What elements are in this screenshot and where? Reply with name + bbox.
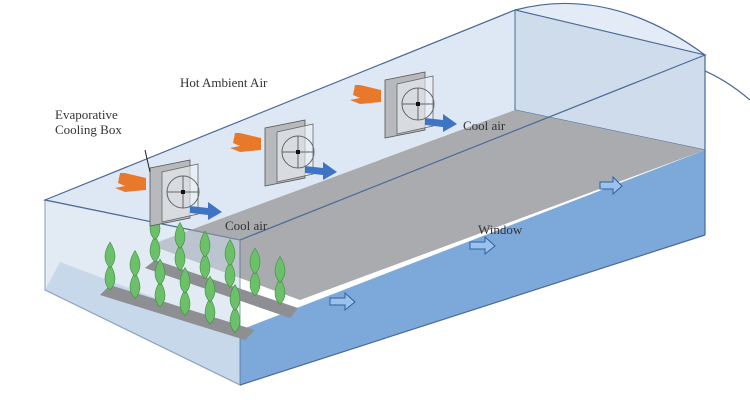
cooling-box-label-2: Cooling Box (55, 122, 122, 137)
evaporative-cooling-box (230, 119, 337, 187)
evaporative-cooling-box (115, 159, 222, 227)
cooling-boxes (115, 71, 457, 227)
plant-icon (104, 241, 116, 269)
plant-icon (229, 283, 241, 311)
hot-air-arrow-icon (350, 85, 381, 104)
plant-icon (274, 255, 286, 283)
plant-icon (204, 275, 216, 303)
water-window-panel (240, 150, 705, 385)
cooling-box-label-1: Evaporative (55, 107, 118, 122)
plant-icon (154, 258, 166, 286)
back-dome (514, 2, 706, 56)
plant-icon (129, 249, 141, 277)
plants (104, 213, 286, 333)
window-label: Window (478, 222, 523, 237)
cool-air-label-1: Cool air (463, 118, 506, 133)
bottom-edge (239, 234, 706, 386)
roof-edge (239, 54, 706, 241)
cool-air-arrow-icon (190, 202, 222, 220)
cool-air-label-2: Cool air (225, 218, 268, 233)
floor (150, 110, 705, 300)
hot-ambient-air-label: Hot Ambient Air (180, 75, 268, 90)
evaporative-cooling-box (350, 71, 457, 139)
plant-icon (179, 266, 191, 294)
hot-air-arrow-icon (230, 133, 261, 152)
plant-icon (199, 230, 211, 258)
flow-arrow-icon (469, 235, 496, 256)
flow-arrow-icon (329, 291, 356, 312)
hot-air-arrow-icon (115, 173, 146, 192)
bench-front (100, 285, 255, 340)
plant-icon (174, 221, 186, 249)
label-leader-line (144, 149, 151, 173)
cool-air-arrow-icon (305, 162, 337, 180)
plant-icon (249, 247, 261, 275)
cool-air-arrow-icon (425, 114, 457, 132)
flow-arrow-icon (599, 175, 623, 196)
plant-icon (224, 238, 236, 266)
